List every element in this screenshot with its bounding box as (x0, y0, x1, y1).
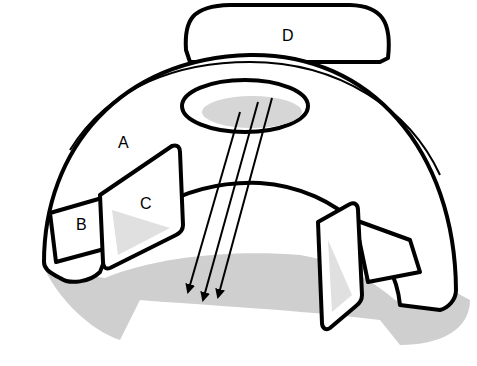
right-plate (318, 203, 362, 329)
right-holder (355, 220, 420, 282)
part-label: A (118, 134, 129, 152)
arc-band (44, 55, 456, 310)
beam-arrow (188, 112, 240, 292)
left-plate (100, 145, 183, 268)
beam-arrow (203, 102, 258, 300)
part-label: C (140, 195, 152, 213)
part-label: D (282, 27, 294, 45)
part-label: B (76, 216, 87, 234)
centre-opening (182, 80, 308, 132)
right-plate-shade (328, 240, 352, 312)
left-plate-shade (112, 210, 170, 255)
top-tab (186, 5, 389, 62)
beam-arrow (218, 98, 272, 297)
